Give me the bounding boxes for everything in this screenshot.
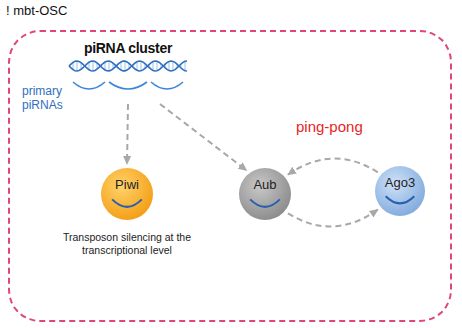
dashed-arrow: [160, 104, 247, 170]
dashed-arrow: [127, 104, 128, 164]
protein-circle: [238, 167, 292, 221]
protein-name: Aub: [238, 177, 292, 192]
protein-name: Ago3: [374, 175, 426, 190]
protein-name: Piwi: [100, 177, 154, 192]
pingpong-label: ping-pong: [296, 118, 376, 135]
pirna-cluster: piRNA cluster: [63, 40, 193, 100]
cluster-label: piRNA cluster: [63, 40, 193, 56]
pirna-label: primary piRNAs: [22, 84, 74, 112]
dashed-arrow: [288, 210, 378, 227]
protein-circle: [100, 167, 154, 221]
dashed-arrow: [288, 159, 378, 175]
cell-region: ! mbt-OSCpiRNA clusterPiwiAubAgo3: [8, 30, 452, 322]
aub-protein: Aub: [238, 167, 292, 221]
region-title: ! mbt-OSC: [6, 3, 67, 18]
caption-note: Transposon silencing at the transcriptio…: [62, 231, 192, 257]
protein-circle: [374, 165, 426, 217]
ago3-protein: Ago3: [374, 165, 426, 217]
piwi-protein: Piwi: [100, 167, 154, 221]
dna-and-pirnas: [63, 56, 193, 100]
